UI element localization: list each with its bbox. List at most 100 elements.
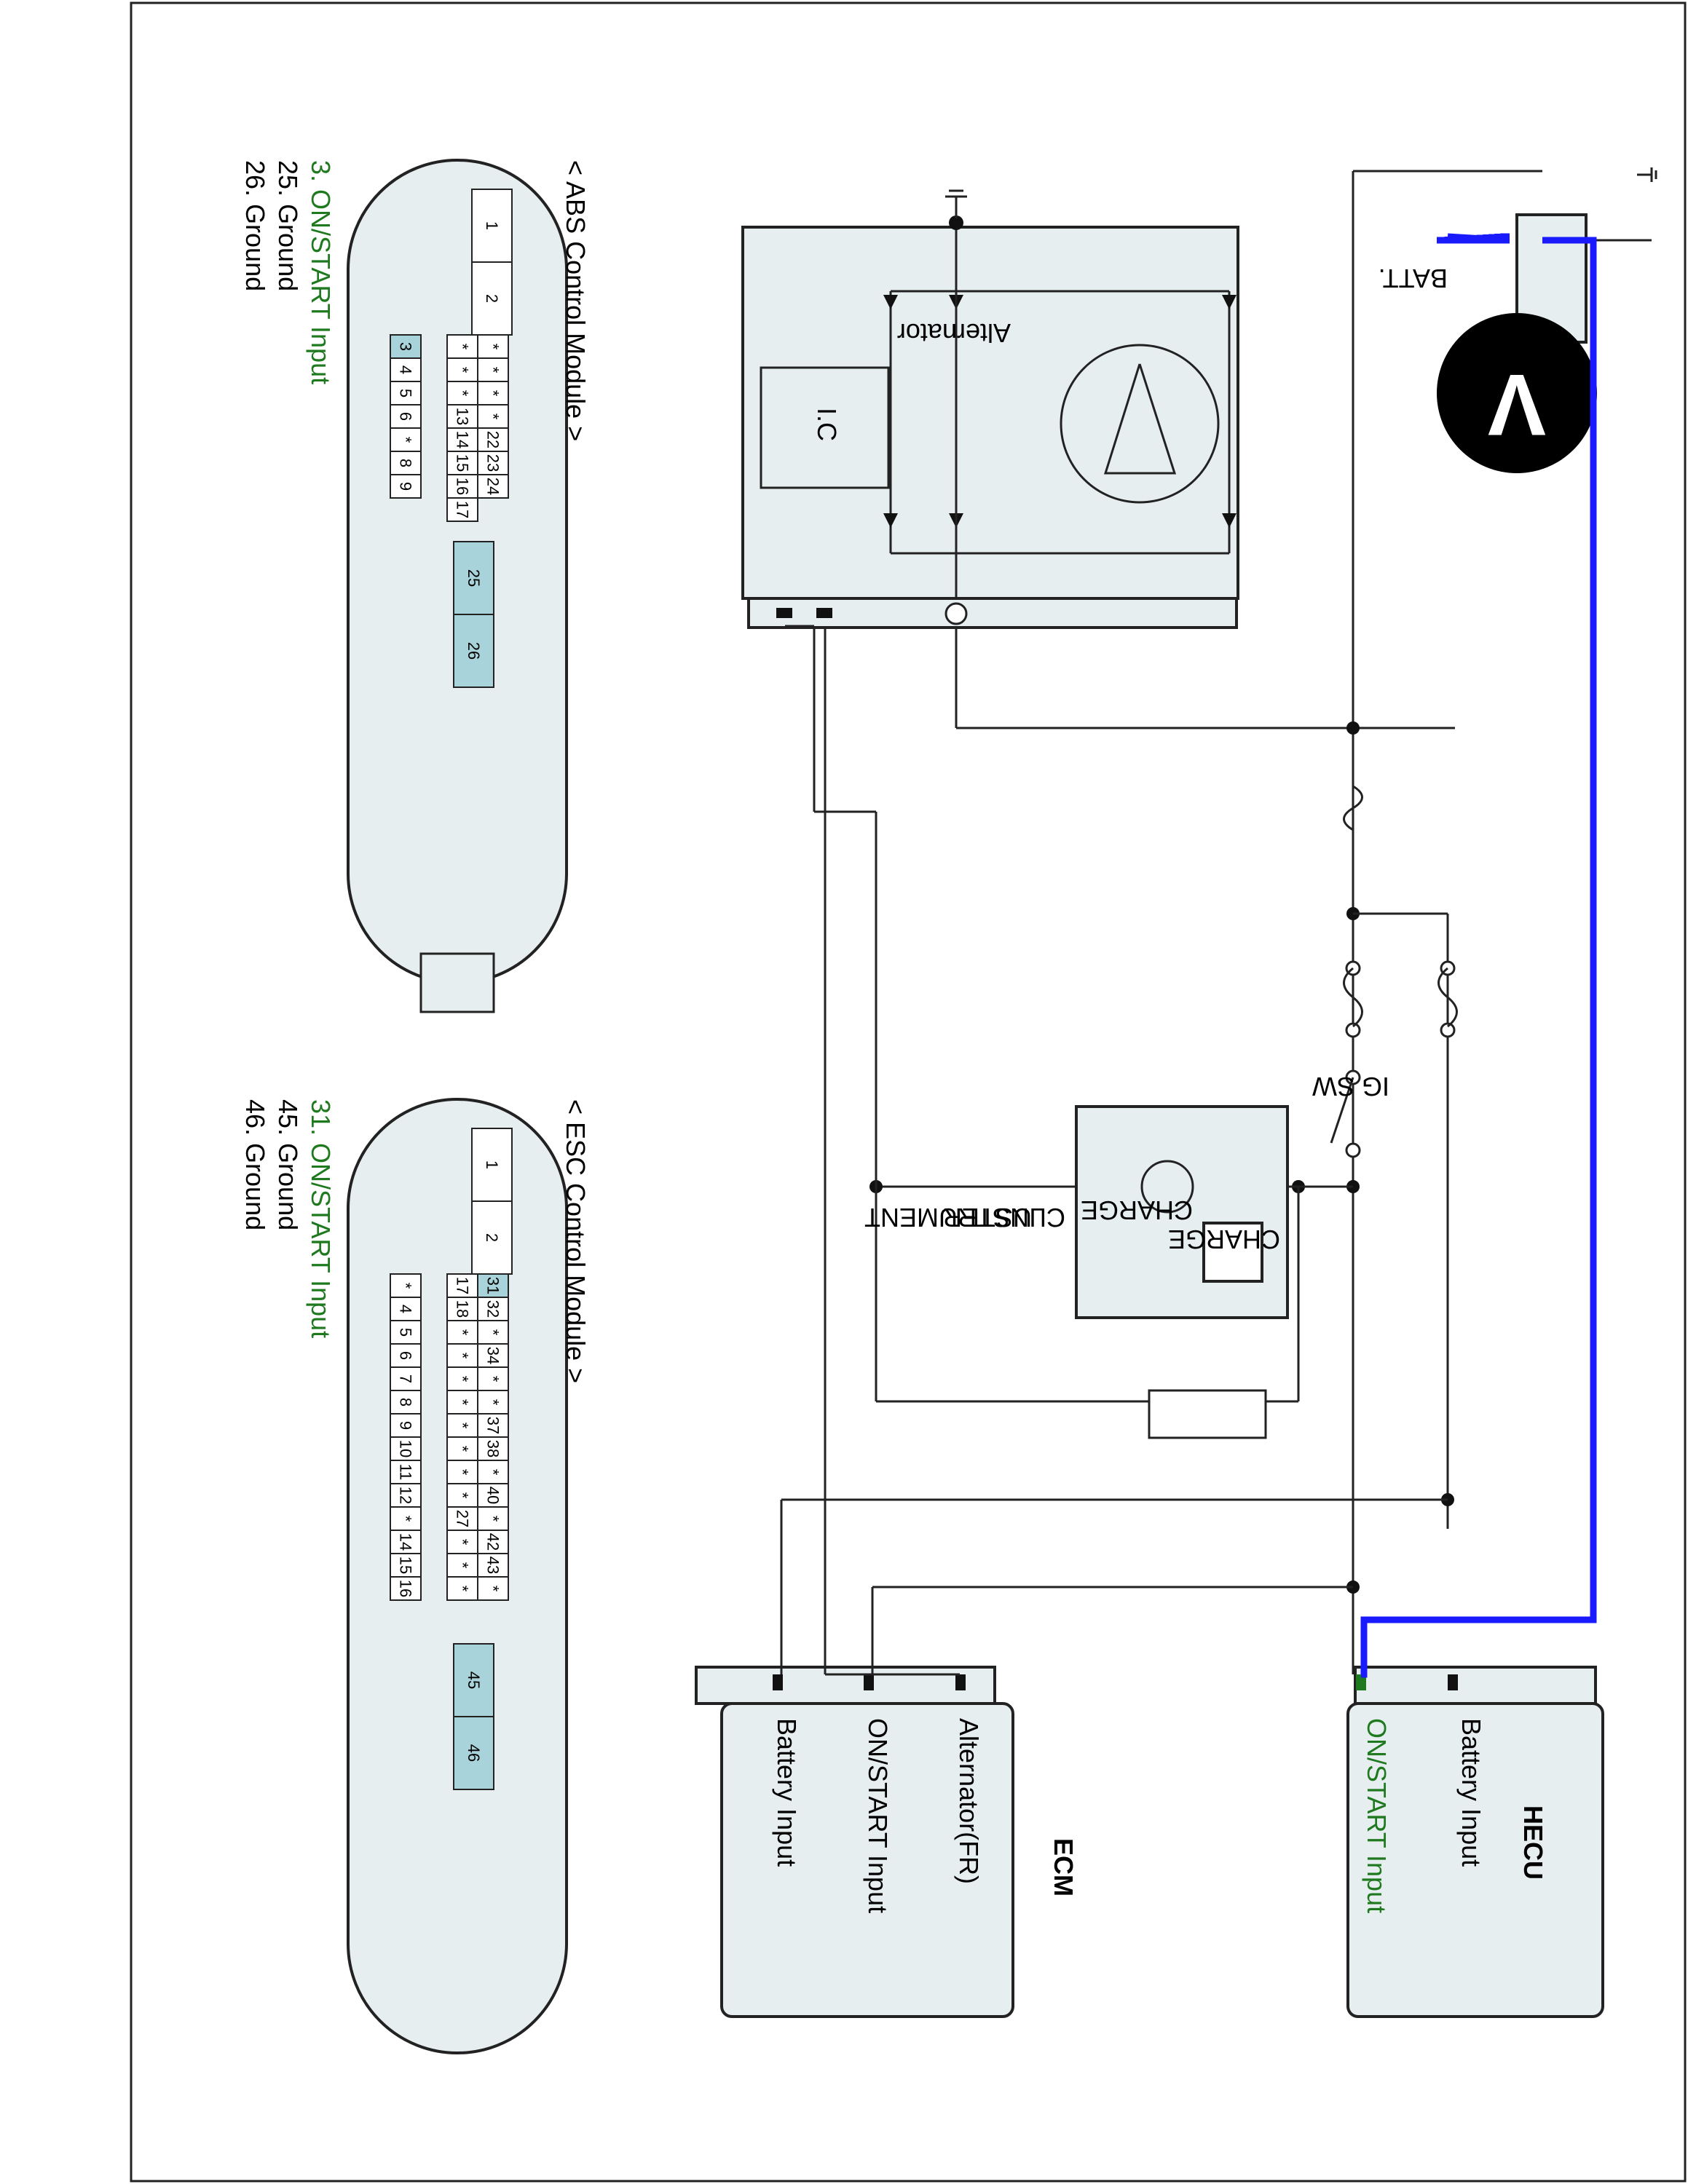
ig-switch-blade — [1330, 1077, 1354, 1144]
fuse-ig — [1343, 967, 1363, 1028]
charge-icon-label: CHARGE — [1168, 1224, 1280, 1254]
voltmeter: V — [1437, 313, 1597, 473]
hecu-pin-on-start — [1356, 1674, 1366, 1690]
esc_module-pin-b-13 — [446, 1576, 478, 1601]
esc_module-pin-c-7-label: 10 — [397, 1440, 415, 1457]
esc_module-pin-c-0-label: * — [397, 1283, 415, 1289]
esc_module-pin-ground-1-label: 46 — [465, 1744, 483, 1762]
ig-switch-label: IG SW — [1312, 1072, 1389, 1101]
hecu-connector-shell — [1354, 1666, 1597, 1705]
esc_module-pin-ground-1 — [453, 1716, 494, 1790]
esc_module-pin-b-9-label: * — [454, 1492, 472, 1499]
abs_module-pin-a-5-label: 23 — [484, 454, 502, 472]
hecu-module: HECU Battery Input ON/START Input — [1346, 1666, 1604, 2018]
esc-pin-grid: 123132*34**3738*40*4243*1718********27**… — [390, 1128, 513, 1790]
ground-symbol-battery — [1637, 167, 1657, 182]
power-distribution: IG SW — [780, 171, 1458, 1676]
esc_module-pin-b-3-label: * — [454, 1353, 472, 1359]
esc_module-pin-c-13-label: 16 — [397, 1580, 415, 1597]
abs-legend-2: 26. Ground — [240, 160, 270, 291]
ecm-connector-shell — [695, 1666, 996, 1705]
charge-lamp-label: CHARGE — [1081, 1195, 1193, 1225]
abs-legend-0: 3. ON/START Input — [306, 160, 336, 384]
battery-warning-icon — [1202, 1222, 1263, 1283]
stator-windings — [1103, 363, 1177, 475]
ig-switch-contact-b — [1345, 1142, 1361, 1158]
charge-lamp-bulb — [1140, 1160, 1194, 1214]
esc_module-pin-a-2-label: * — [484, 1329, 502, 1336]
ic-label: I.C — [812, 408, 842, 441]
esc_module-pin-c-10-label: * — [397, 1516, 415, 1522]
abs_module-pin-top-1-label: 2 — [483, 294, 501, 303]
ground-symbol-alternator — [945, 189, 967, 218]
abs_module-pin-b-4-label: 14 — [454, 431, 472, 448]
esc_module-pin-b-8-label: * — [454, 1469, 472, 1476]
abs_module-pin-ground-1 — [453, 614, 494, 688]
abs_module-pin-b-3-label: 13 — [454, 408, 472, 425]
measure-wire-main — [1360, 237, 1597, 1678]
main-fuse — [1343, 785, 1363, 831]
hecu-pin-battery — [1448, 1674, 1458, 1690]
voltmeter-body — [1437, 313, 1597, 473]
hecu-battery-input-label: Battery Input — [1456, 1718, 1486, 1867]
abs_module-pin-c-5-label: 8 — [397, 459, 415, 467]
esc_module-pin-c-6-label: 9 — [397, 1421, 415, 1430]
esc_module-pin-a-3-label: 34 — [484, 1347, 502, 1364]
esc-connector: 123132*34**3738*40*4243*1718********27**… — [240, 1098, 591, 2054]
alternator-b-terminal — [944, 602, 968, 625]
abs_module-pin-c-4-label: * — [397, 437, 415, 443]
esc_module-pin-b-1-label: 18 — [454, 1300, 472, 1318]
abs_module-pin-a-2-label: * — [484, 390, 502, 397]
esc_module-pin-a-1-label: 32 — [484, 1300, 502, 1318]
cluster-line2: CLUSTER — [943, 1203, 1065, 1233]
esc_module-pin-b-13-label: * — [454, 1586, 472, 1592]
esc_module-pin-b-0-label: 17 — [454, 1277, 472, 1294]
esc_module-pin-c-12-label: 15 — [397, 1556, 415, 1574]
esc-legend-2: 46. Ground — [240, 1099, 270, 1230]
alternator-terminal-strip — [747, 597, 1238, 629]
page-border — [130, 1, 1687, 2183]
esc_module-pin-ground-0-label: 45 — [465, 1671, 483, 1689]
esc_module-pin-c-5-label: 8 — [397, 1398, 415, 1406]
abs_module-pin-ground-0-label: 25 — [465, 569, 483, 587]
abs_module-pin-top-0-label: 1 — [483, 221, 501, 230]
alternator-terminal-c — [776, 608, 792, 618]
abs_module-pin-a-0-label: * — [484, 344, 502, 350]
esc_module-pin-a-10-label: * — [484, 1516, 502, 1522]
ic-regulator — [760, 366, 890, 489]
ecm-pin-alternator — [955, 1674, 966, 1690]
alternator: I.C Alternator — [741, 215, 1239, 629]
esc_module-pin-a-12-label: 43 — [484, 1556, 502, 1574]
ecm-module: ECM Alternator(FR) ON/START Input Batter… — [695, 1666, 1078, 2018]
fuse-battery — [1437, 967, 1458, 1028]
abs_module-pin-a-3-label: * — [484, 414, 502, 420]
abs_module-pin-c-6-label: 9 — [397, 482, 415, 491]
abs_module-pin-b-2-label: * — [454, 390, 472, 397]
abs_module-pin-c-3-label: 6 — [397, 412, 415, 421]
voltmeter-symbol: V — [1488, 356, 1546, 454]
abs_module-pin-b-1-label: * — [454, 367, 472, 373]
esc_module-pin-b-6-label: * — [454, 1423, 472, 1429]
ecm-title: ECM — [1049, 1838, 1078, 1896]
esc_module-pin-b-11-label: * — [454, 1539, 472, 1546]
esc_module-pin-a-5-label: * — [484, 1399, 502, 1406]
abs_module-pin-b-7-label: 17 — [454, 501, 472, 518]
abs-title: < ABS Control Module > — [561, 160, 591, 441]
abs_module-pin-a-4-label: 22 — [484, 431, 502, 448]
hecu-title: HECU — [1518, 1805, 1548, 1880]
esc_module-pin-c-13 — [390, 1576, 422, 1601]
esc_module-pin-top-1-label: 2 — [483, 1233, 501, 1242]
abs_module-pin-a-6-label: 24 — [484, 478, 502, 495]
hecu-on-start-label: ON/START Input — [1362, 1718, 1392, 1913]
esc_module-pin-c-9-label: 12 — [397, 1487, 415, 1504]
esc_module-pin-a-7-label: 38 — [484, 1440, 502, 1457]
esc_module-pin-c-4-label: 7 — [397, 1374, 415, 1383]
esc_module-pin-a-4-label: * — [484, 1376, 502, 1382]
ecm-on-start-label: ON/START Input — [863, 1718, 893, 1913]
abs_module-pin-c-0-label: 3 — [397, 342, 415, 351]
abs_module-pin-c-6 — [390, 474, 422, 499]
